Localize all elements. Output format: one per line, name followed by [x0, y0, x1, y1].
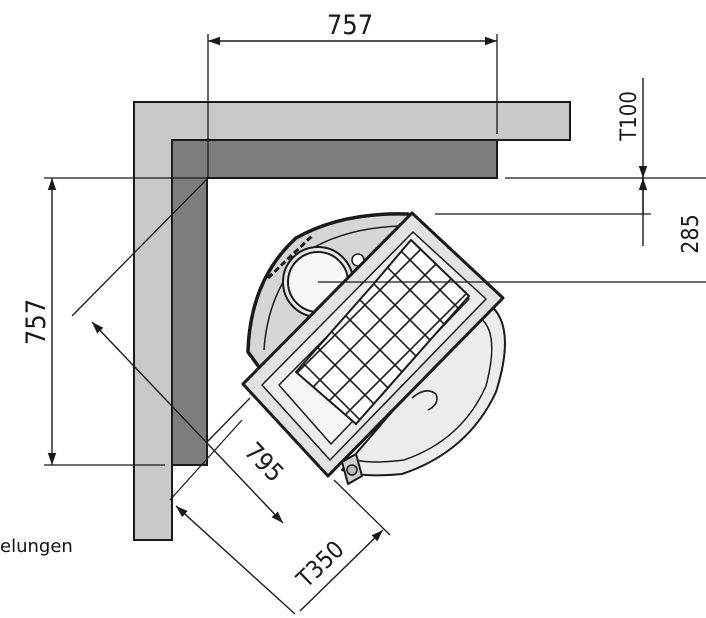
stove: [241, 211, 506, 485]
knob-icon: [341, 453, 363, 485]
stove-side-panel: [341, 301, 506, 477]
dim-depth-label: T350: [290, 535, 349, 594]
vent-dashes: [266, 234, 314, 280]
dim-top-width-label: 757: [327, 10, 373, 41]
dim-clearance-top-label: T100: [617, 91, 642, 142]
dim-offset-right-label: 285: [678, 214, 704, 254]
dim-diagonal-label: 795: [239, 437, 290, 488]
dim-diagonal-line: [91, 321, 284, 524]
caption-text: elungen: [0, 536, 73, 557]
dim-depth-line-b: [299, 529, 384, 612]
dimension-lines: [47, 36, 648, 615]
dim-depth-line: [175, 505, 296, 615]
dim-left-height-label: 757: [21, 299, 52, 345]
